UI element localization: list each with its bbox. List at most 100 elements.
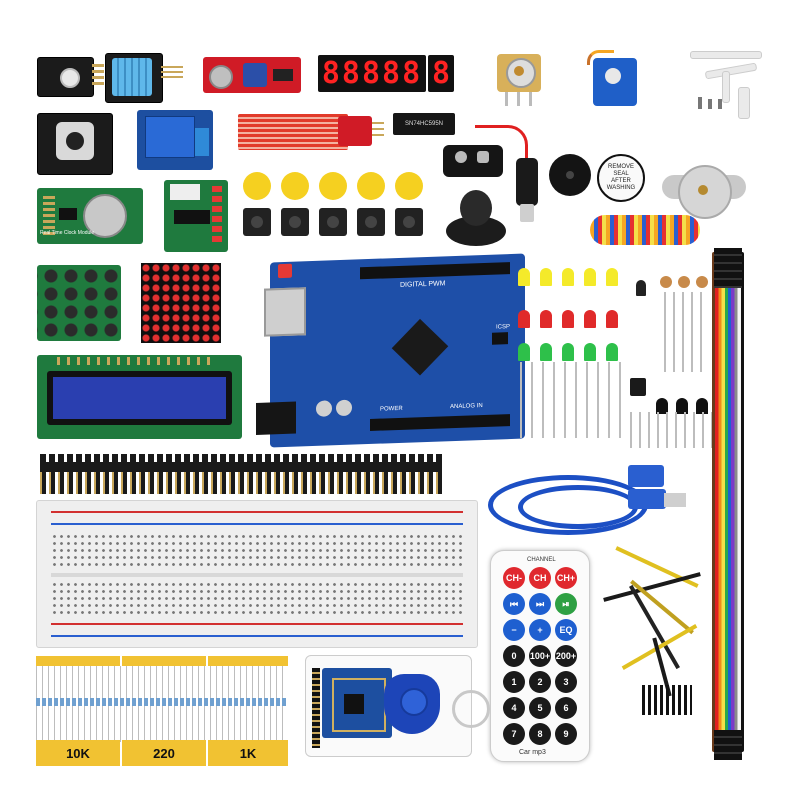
single-digit: 8 (431, 56, 451, 91)
remote-next[interactable]: ⏭ (529, 593, 551, 615)
rfid-reader-board (322, 668, 392, 738)
pin-header-strip (40, 454, 442, 494)
ir-remote: CHANNEL CH- CH CH+ ⏮ ⏭ ⏯ − + EQ 0 100+ 2… (490, 550, 590, 762)
resistor-band-10k: 10K (36, 740, 120, 766)
battery-wire-red (475, 125, 528, 158)
icsp-header (492, 332, 508, 345)
tactile-switches (243, 208, 423, 240)
single-seven-segment: 8 (428, 55, 454, 92)
seven-segment-digits: 88888 (321, 56, 423, 91)
resistor-strips (36, 656, 288, 756)
resistor-band-1k: 1K (208, 740, 288, 766)
water-level-sensor (238, 114, 348, 150)
jumper-wire-bundle (602, 546, 712, 730)
icsp-label: ICSP (496, 324, 511, 331)
usb-b-plug (628, 465, 664, 487)
yellow-leds (518, 268, 628, 298)
remote-1[interactable]: 1 (503, 671, 525, 693)
servo-horns (690, 45, 765, 125)
stepper-motor (654, 165, 754, 225)
led-matrix (141, 263, 221, 343)
usb-cable (488, 465, 688, 545)
rgb-led-module (37, 57, 94, 97)
remote-100-plus[interactable]: 100+ (529, 645, 551, 667)
keypad-module (37, 265, 121, 341)
digital-pwm-label: DIGITAL PWM (400, 280, 446, 289)
seal-line-1: REMOVE (607, 164, 634, 170)
rtc-module: Real Time Clock Module (37, 188, 143, 244)
button-caps (243, 170, 423, 202)
remote-3[interactable]: 3 (555, 671, 577, 693)
stepper-wires (590, 215, 700, 245)
seal-line-3: AFTER (611, 178, 631, 184)
usb-a-plug (628, 489, 666, 509)
power-label: POWER (380, 405, 403, 413)
remote-2[interactable]: 2 (529, 671, 551, 693)
ribbon-connectors-top (714, 248, 742, 288)
remote-5[interactable]: 5 (529, 697, 551, 719)
potentiometer (497, 50, 541, 106)
capacitor-2 (336, 399, 352, 417)
water-sensor-pins (372, 122, 384, 140)
photoresistor-legs (664, 292, 708, 372)
led-legs (520, 362, 626, 438)
reset-button (278, 263, 292, 279)
remote-9[interactable]: 9 (555, 723, 577, 745)
remote-ch-plus[interactable]: CH+ (555, 567, 577, 589)
remote-8[interactable]: 8 (529, 723, 551, 745)
lcd-1602-module (37, 355, 242, 439)
digital-header (360, 262, 510, 280)
remote-vol-up[interactable]: + (529, 619, 551, 641)
active-buzzer-seal: REMOVE SEAL AFTER WASHING (597, 154, 645, 202)
usb-b-port (264, 287, 306, 337)
remote-brand: Car mp3 (519, 749, 546, 756)
remote-200-plus[interactable]: 200+ (555, 645, 577, 667)
ribbon-connectors-bottom (714, 730, 742, 760)
photoresistors (660, 276, 710, 296)
atmega-chip (391, 318, 449, 376)
water-sensor-head (338, 116, 372, 146)
dht11-module (105, 53, 163, 103)
dht11-pins (161, 66, 183, 80)
red-leds (518, 310, 628, 340)
analog-in-label: ANALOG IN (450, 403, 483, 411)
seven-segment-display: 88888 (318, 55, 426, 92)
capacitor-1 (316, 400, 332, 417)
dc-barrel-tip (520, 204, 534, 222)
dc-jack (256, 401, 296, 435)
ir-receiver-led (636, 280, 646, 296)
remote-6[interactable]: 6 (555, 697, 577, 719)
usb-a-tip (664, 493, 686, 507)
remote-prev[interactable]: ⏮ (503, 593, 525, 615)
sound-sensor-module (203, 57, 301, 93)
shift-register-chip: SN74HC595N (393, 113, 455, 135)
remote-ch-minus[interactable]: CH- (503, 567, 525, 589)
transistors (656, 398, 714, 420)
ribbon-jumper-cable (712, 252, 744, 752)
rtc-label: Real Time Clock Module (40, 230, 95, 236)
seal-line-2: SEAL (613, 171, 629, 177)
remote-ch[interactable]: CH (529, 567, 551, 589)
seal-line-4: WASHING (606, 185, 636, 191)
relay-module (137, 110, 213, 170)
servo-motor (587, 50, 645, 110)
joystick-cap (446, 190, 506, 250)
rgb-pins (92, 64, 104, 88)
remote-play-pause[interactable]: ⏯ (555, 593, 577, 615)
ir-receiver (630, 378, 646, 396)
breadboard (36, 500, 478, 648)
remote-channel-label: CHANNEL (527, 557, 556, 563)
buzzer (549, 154, 591, 196)
remote-0[interactable]: 0 (503, 645, 525, 667)
remote-eq[interactable]: EQ (555, 619, 577, 641)
analog-header (370, 414, 510, 431)
rfid-headers (312, 668, 320, 748)
chip-label: SN74HC595N (404, 121, 444, 127)
remote-7[interactable]: 7 (503, 723, 525, 745)
joystick-module (37, 113, 113, 175)
remote-vol-down[interactable]: − (503, 619, 525, 641)
rfid-key-ring (452, 690, 490, 728)
remote-4[interactable]: 4 (503, 697, 525, 719)
arduino-uno-board: DIGITAL PWM POWER ANALOG IN ICSP (256, 253, 525, 448)
